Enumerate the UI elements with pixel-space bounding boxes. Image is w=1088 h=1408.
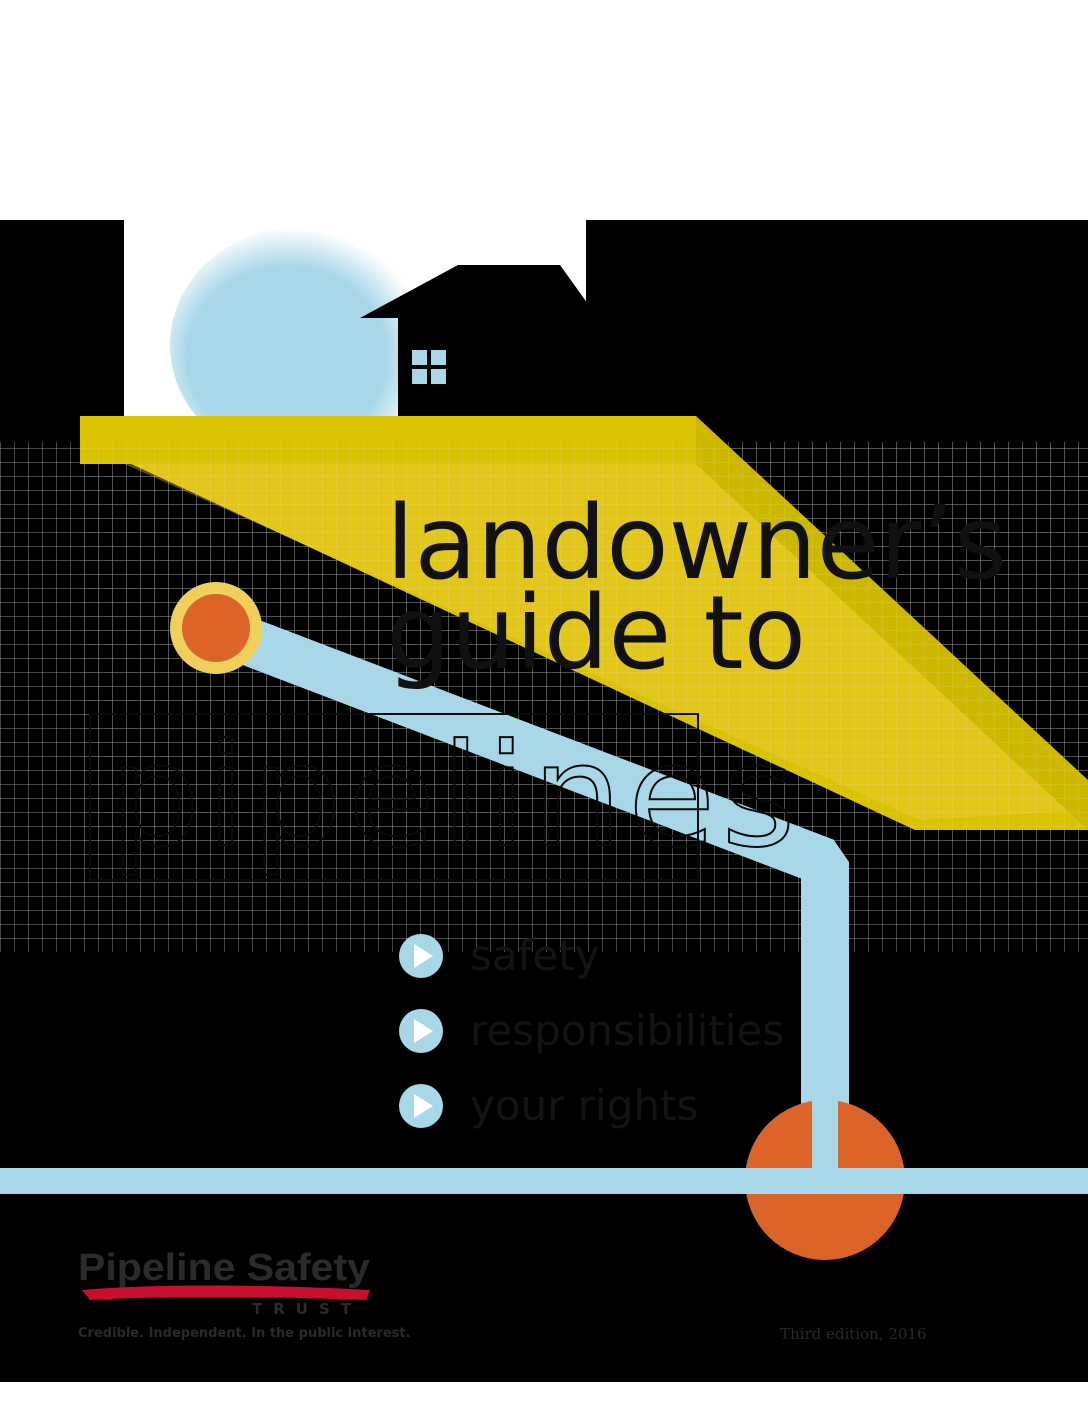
- title-line-1: landowner’s: [386, 484, 1007, 603]
- edition-note: Third edition, 2016: [780, 1325, 927, 1343]
- logo-tagline: Credible. Independent. In the public int…: [78, 1326, 411, 1341]
- title-line-2: guide to: [386, 574, 806, 693]
- bullet-item-your-rights: your rights: [399, 1081, 698, 1130]
- pipeline: [0, 582, 1088, 1260]
- logo-name: Pipeline Safety: [78, 1247, 370, 1289]
- pipe-core: [182, 594, 250, 662]
- house-icon: [360, 265, 598, 418]
- sky-glow: [170, 227, 430, 463]
- bullet-label: responsibilities: [470, 1006, 784, 1055]
- logo-swoosh: [82, 1285, 370, 1300]
- title-bracket: [89, 713, 699, 881]
- title-line-3: pipelines: [110, 714, 801, 879]
- bullet-label: safety: [470, 931, 600, 980]
- bullet-label: your rights: [470, 1081, 698, 1130]
- bullet-item-responsibilities: responsibilities: [399, 1006, 784, 1055]
- ground-line: [0, 1168, 1088, 1194]
- bullet-list: safety responsibilities your rights: [399, 931, 784, 1130]
- bullet-item-safety: safety: [399, 931, 600, 980]
- logo-trust: TRUST: [252, 1300, 362, 1318]
- logo: Pipeline Safety TRUST Credible. Independ…: [78, 1247, 411, 1341]
